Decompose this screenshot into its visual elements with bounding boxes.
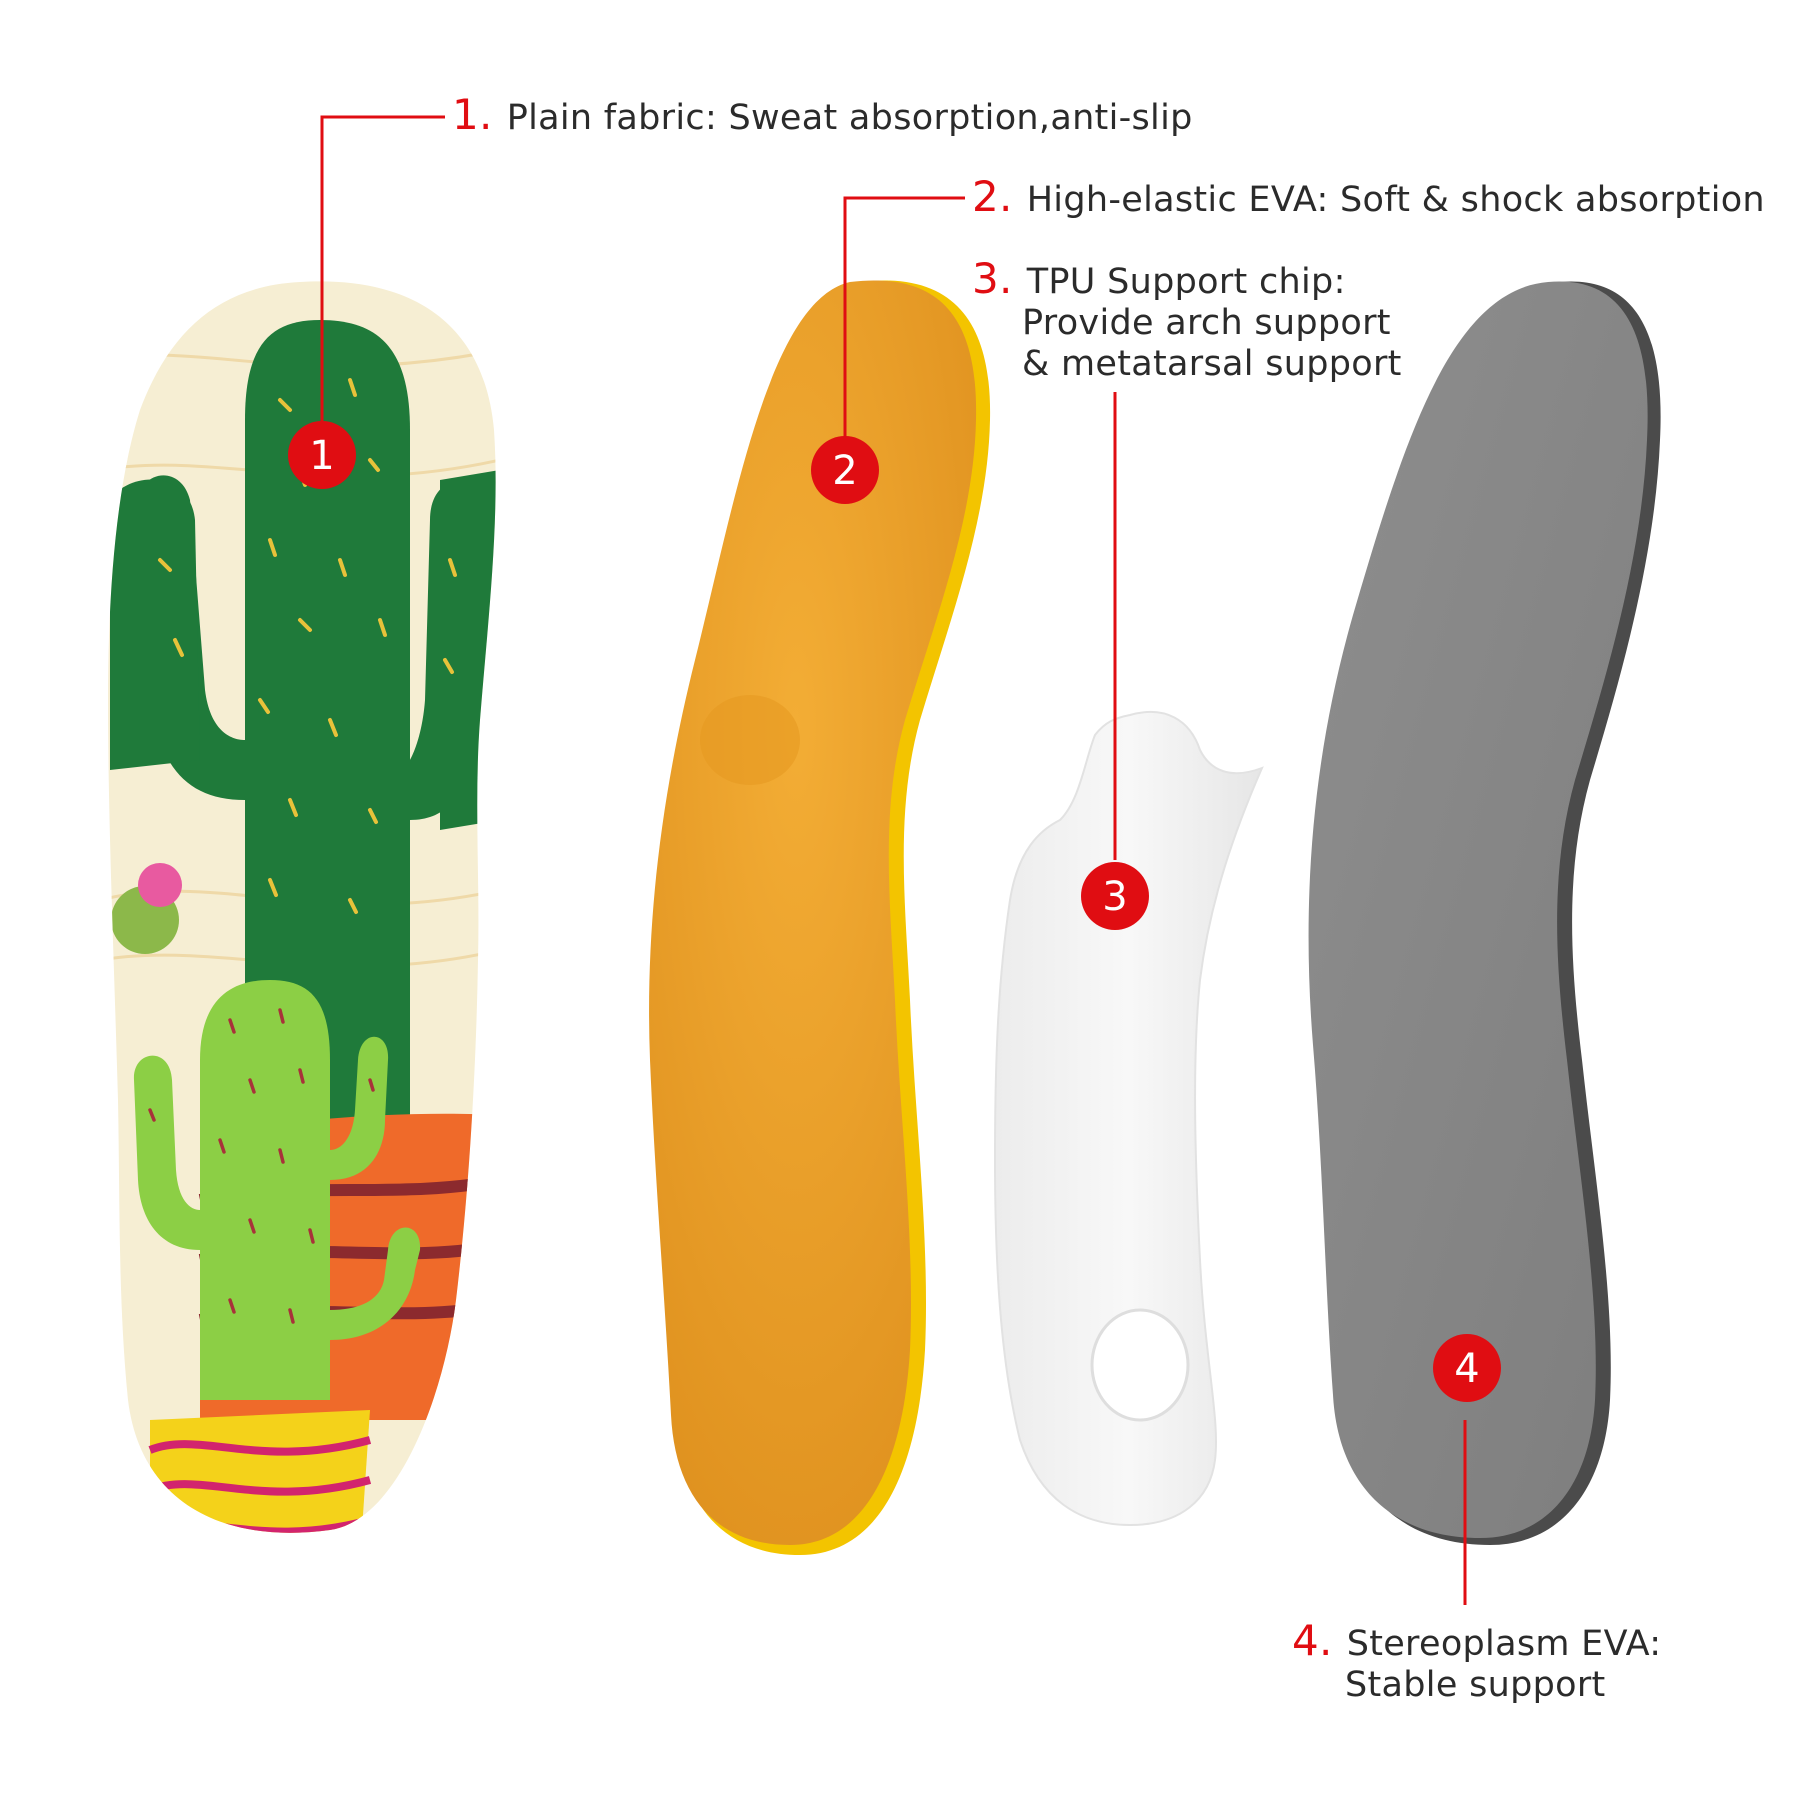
badge-3: 3 xyxy=(1081,862,1149,930)
layer-4-number: 4. xyxy=(1292,1616,1333,1665)
layer-3-label: 3.TPU Support chip: Provide arch support… xyxy=(972,258,1402,385)
leader-lines xyxy=(320,115,1467,1605)
layer-1-number: 1. xyxy=(452,90,493,139)
layer-4-detail: Stable support xyxy=(1345,1665,1606,1705)
badge-4: 4 xyxy=(1433,1334,1501,1402)
eva-insole xyxy=(649,280,991,1556)
svg-text:4: 4 xyxy=(1454,1346,1479,1392)
stereoplasm-insole xyxy=(1308,281,1661,1546)
tpu-support-chip xyxy=(993,710,1264,1527)
badge-2: 2 xyxy=(811,436,879,504)
tpu-heel-hole xyxy=(1090,1308,1190,1422)
svg-text:3: 3 xyxy=(1102,874,1127,920)
svg-text:2: 2 xyxy=(832,448,857,494)
layer-3-detail: Provide arch support xyxy=(1022,303,1391,343)
layer-2-number: 2. xyxy=(972,172,1013,221)
layer-2-name: High-elastic EVA: Soft & shock absorptio… xyxy=(1026,180,1765,220)
tpu-chip-shape xyxy=(993,710,1264,1527)
flower-illustration xyxy=(138,863,182,907)
leader-line-1 xyxy=(320,115,445,425)
svg-text:1: 1 xyxy=(309,433,334,479)
badge-1: 1 xyxy=(288,421,356,489)
layer-3-number: 3. xyxy=(972,254,1013,303)
eva-insole-surface xyxy=(649,280,977,1546)
layer-1-name: Plain fabric: Sweat absorption,anti-slip xyxy=(506,98,1193,138)
layer-3-detail-2: & metatarsal support xyxy=(1022,344,1402,384)
layer-2-label: 2.High-elastic EVA: Soft & shock absorpt… xyxy=(972,176,1765,221)
yellow-pot-illustration xyxy=(148,1410,372,1533)
layer-4-name: Stereoplasm EVA: xyxy=(1346,1624,1662,1664)
layer-1-label: 1.Plain fabric: Sweat absorption,anti-sl… xyxy=(452,94,1193,139)
cactus-small-illustration xyxy=(133,980,421,1400)
layer-4-label: 4.Stereoplasm EVA: Stable support xyxy=(1292,1620,1661,1706)
leader-line-2 xyxy=(843,196,965,440)
stereoplasm-surface xyxy=(1308,281,1648,1539)
layer-3-name: TPU Support chip: xyxy=(1026,262,1346,302)
